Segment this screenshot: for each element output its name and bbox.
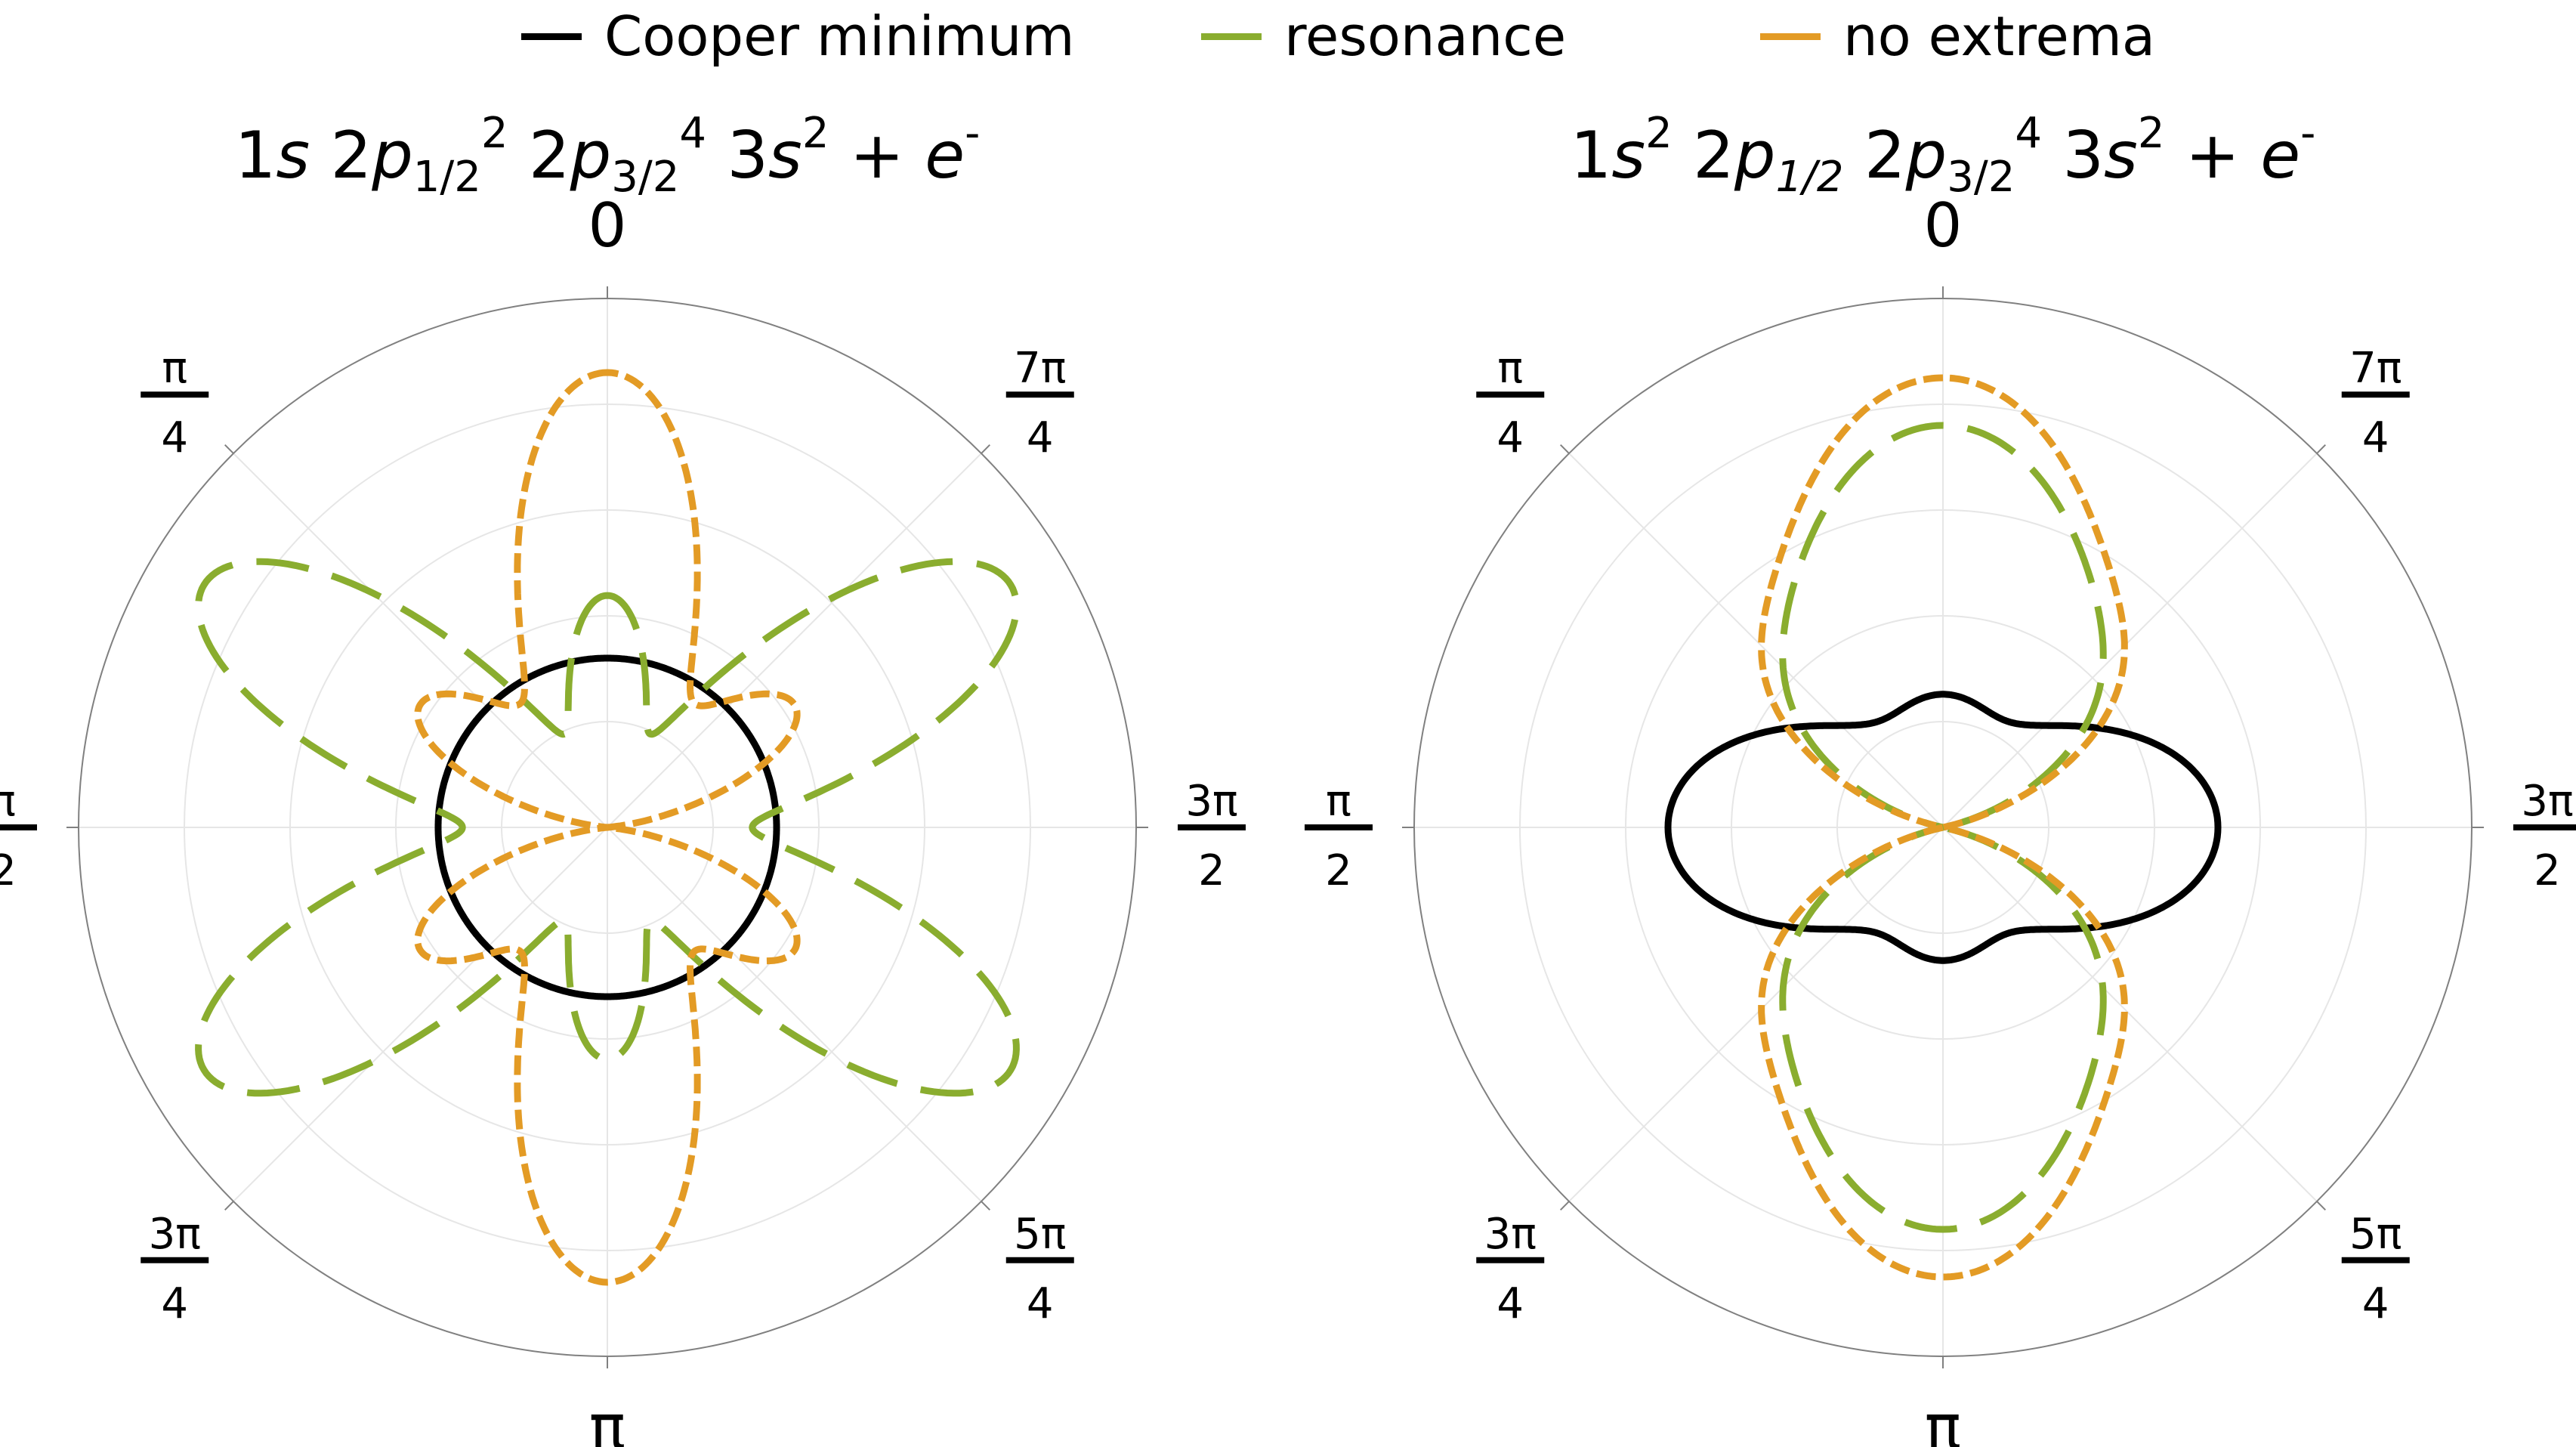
angular-tick-label-denominator: 4 xyxy=(2362,1279,2389,1328)
angular-gridline xyxy=(607,453,982,828)
angular-gridline xyxy=(1568,453,1944,828)
series-line-no-extrema xyxy=(1758,374,2128,1281)
angular-tick-label: 3π xyxy=(1484,1210,1537,1259)
angular-gridline xyxy=(1942,453,2318,828)
angular-tick-label-denominator: 2 xyxy=(1198,846,1225,895)
legend-label: Cooper minimum xyxy=(604,5,1075,68)
angular-gridline xyxy=(233,827,608,1202)
angular-tick-label-denominator: 2 xyxy=(1325,846,1352,895)
angular-tick-label-denominator: 4 xyxy=(1496,1279,1524,1328)
angular-gridline xyxy=(1568,827,1944,1202)
angular-tick xyxy=(981,1201,990,1210)
legend-label: resonance xyxy=(1284,5,1567,68)
angular-tick-label: 7π xyxy=(2349,344,2401,393)
angular-tick-label: π xyxy=(0,777,16,826)
angular-tick-label-denominator: 4 xyxy=(2362,413,2389,462)
angular-tick xyxy=(1560,1201,1570,1210)
series-line-no-extrema xyxy=(414,369,801,1286)
angular-tick-label: π xyxy=(1326,777,1351,826)
angular-tick xyxy=(224,1201,234,1210)
legend-swatch xyxy=(1760,32,1821,40)
angular-tick-label: 5π xyxy=(2349,1210,2401,1259)
angular-tick-label: π xyxy=(1925,1392,1961,1447)
polar-chart-1: 1s 2p1/22 2p3/24 3s2 + e-0 π 4 π 2 3π 4 π 5π 4 3π 2… xyxy=(0,109,1246,1447)
legend-item-no-extrema: no extrema xyxy=(1760,6,2155,66)
legend-swatch xyxy=(1201,32,1262,40)
chart-title: 1s2 2p1/2 2p3/24 3s2 + e- xyxy=(1571,109,2316,202)
angular-tick-label: 3π xyxy=(149,1210,201,1259)
chart-title: 1s 2p1/22 2p3/24 3s2 + e- xyxy=(235,109,981,202)
angular-tick-label-denominator: 4 xyxy=(1027,1279,1054,1328)
angular-tick-label: 0 xyxy=(588,190,627,261)
legend-label: no extrema xyxy=(1843,5,2156,68)
angular-tick-label-denominator: 4 xyxy=(1496,413,1524,462)
angular-tick-label-denominator: 4 xyxy=(161,1279,188,1328)
series-line-cooper-minimum xyxy=(434,654,780,1000)
angular-tick xyxy=(981,444,990,454)
angular-tick-label: 3π xyxy=(1185,777,1237,826)
angular-tick-label: π xyxy=(162,344,187,393)
angular-tick-label: 3π xyxy=(2521,777,2573,826)
angular-tick-label-denominator: 2 xyxy=(0,846,17,895)
angular-tick-label-denominator: 4 xyxy=(161,413,188,462)
series-line-resonance xyxy=(1779,422,2107,1233)
legend-swatch xyxy=(521,32,582,40)
polar-chart-2: 1s2 2p1/2 2p3/24 3s2 + e-0 π 4 π 2 3π 4 π 5π 4 3π 2… xyxy=(1305,109,2576,1447)
angular-tick xyxy=(1560,444,1570,454)
angular-tick-label: π xyxy=(1497,344,1523,393)
angular-tick-label: π xyxy=(589,1392,625,1447)
angular-tick-label: 7π xyxy=(1014,344,1066,393)
angular-gridline xyxy=(1942,827,2318,1202)
angular-tick-label-denominator: 4 xyxy=(1027,413,1054,462)
angular-tick xyxy=(2316,1201,2326,1210)
series-line-resonance xyxy=(195,558,1020,1097)
angular-tick-label-denominator: 2 xyxy=(2534,846,2561,895)
series-line-cooper-minimum xyxy=(1664,691,2222,964)
angular-tick-label: 5π xyxy=(1014,1210,1066,1259)
angular-gridline xyxy=(233,453,608,828)
angular-gridline xyxy=(607,827,982,1202)
angular-tick xyxy=(224,444,234,454)
angular-tick-label: 0 xyxy=(1924,190,1963,261)
legend-item-cooper-minimum: Cooper minimum xyxy=(521,6,1075,66)
legend-item-resonance: resonance xyxy=(1201,6,1566,66)
legend: Cooper minimum resonance no extrema xyxy=(0,0,2576,72)
angular-tick xyxy=(2316,444,2326,454)
